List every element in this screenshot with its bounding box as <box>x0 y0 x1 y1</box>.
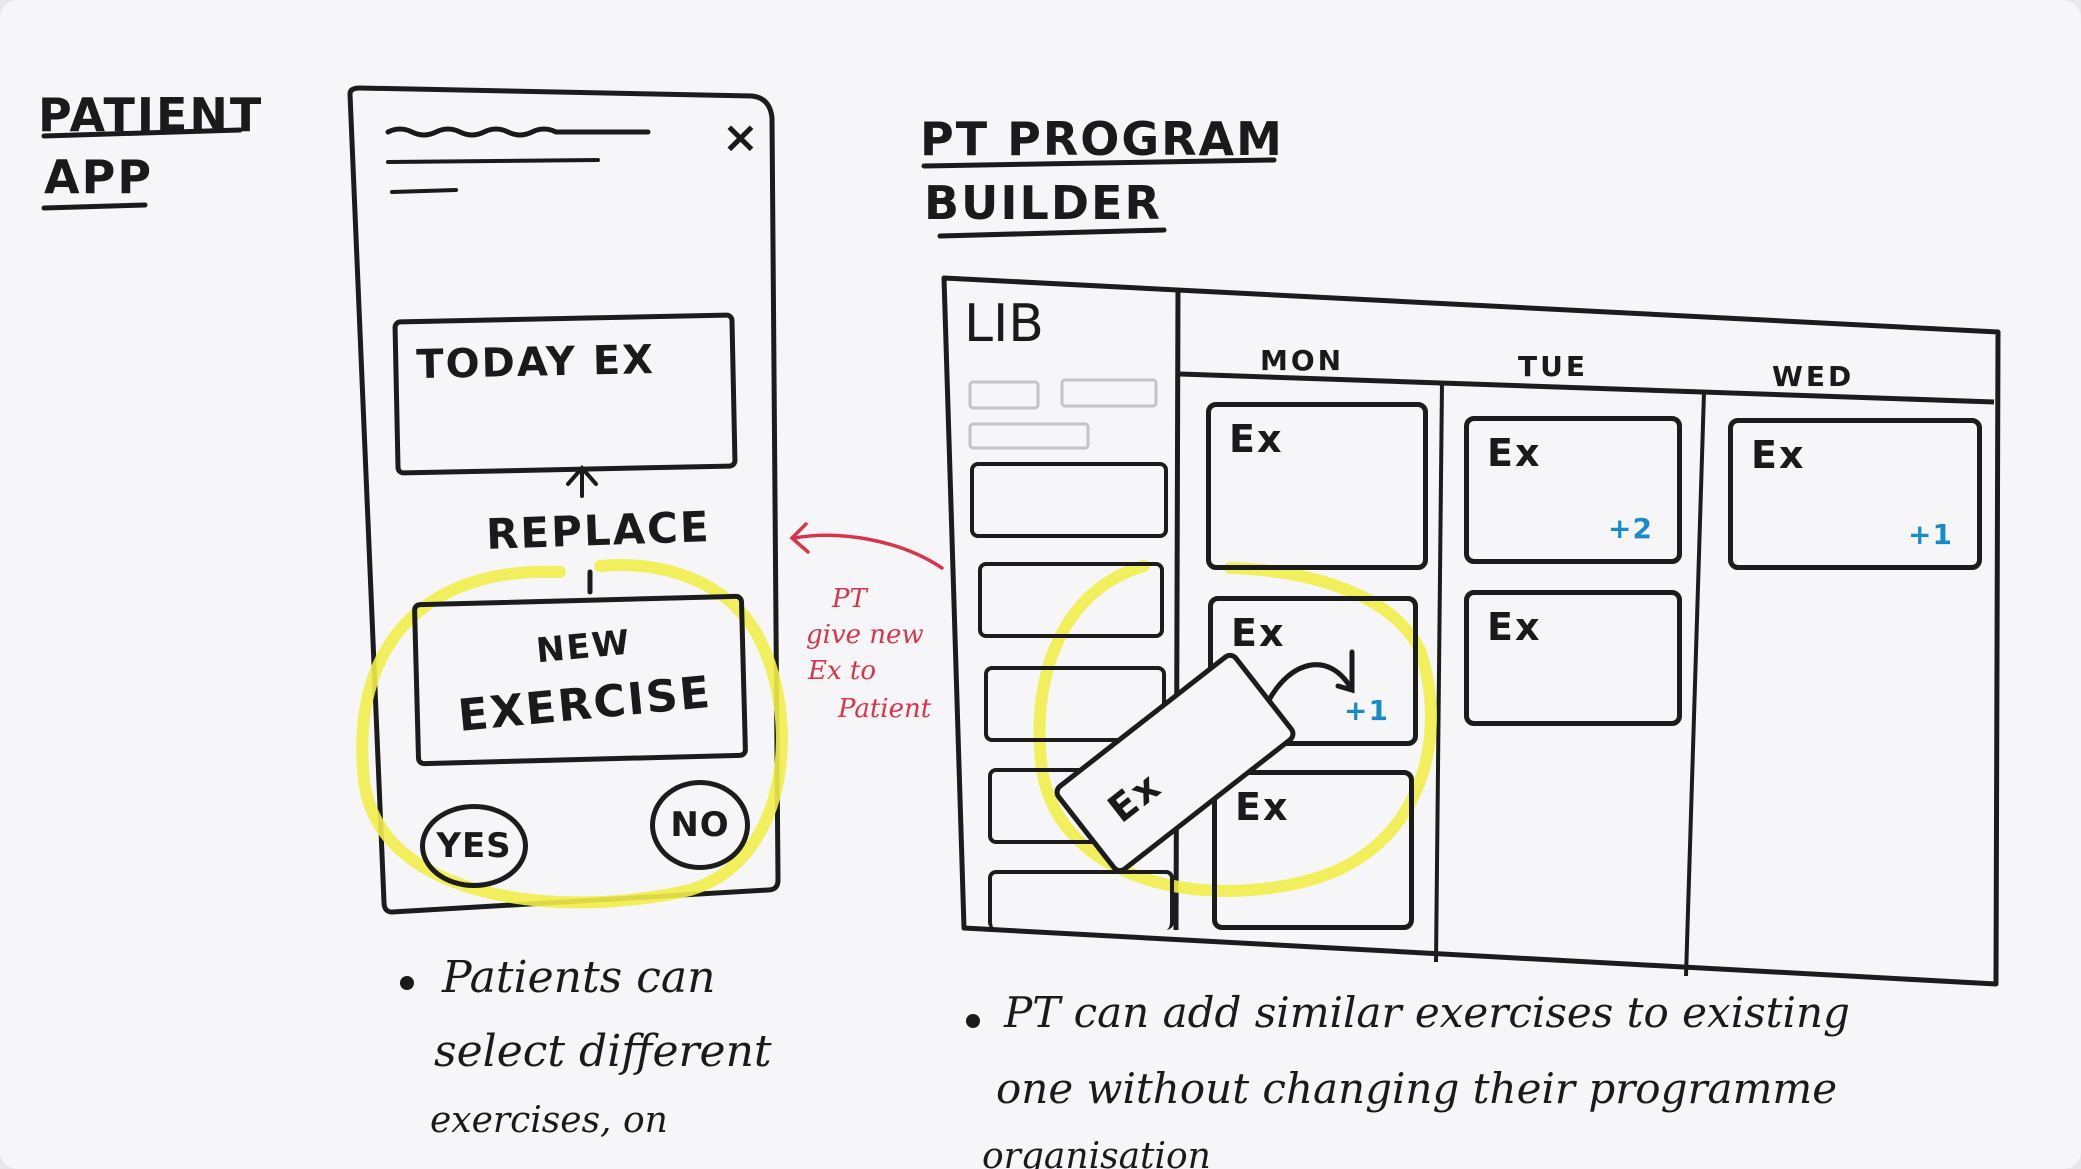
column-divider-2 <box>1684 391 1706 977</box>
patient-heading-underline-2 <box>41 202 148 211</box>
tuesday-exercise-card[interactable]: Ex +2 <box>1464 416 1682 564</box>
annotation-line3: Ex to <box>808 656 877 686</box>
annotation-arrow <box>789 522 944 570</box>
patient-app-heading-line2: APP <box>44 150 154 204</box>
patient-note-line2: select different <box>434 1026 772 1077</box>
builder-frame <box>941 275 2001 987</box>
dragged-exercise-label: Ex <box>1099 762 1170 832</box>
day-label-mon: MON <box>1260 344 1345 377</box>
patient-app-heading-line1: PATIENT <box>38 88 264 142</box>
annotation-line1: PT <box>832 584 867 614</box>
today-exercise-label: TODAY EX <box>415 337 656 389</box>
new-exercise-label-line1: NEW <box>534 622 634 672</box>
header-line-3 <box>390 188 458 194</box>
close-icon[interactable]: × <box>722 112 759 163</box>
new-exercise-label-line2: EXERCISE <box>455 666 714 742</box>
library-item[interactable] <box>988 870 1174 930</box>
phone-frame <box>347 85 781 915</box>
no-button[interactable]: NO <box>650 780 750 870</box>
builder-note-line2: one without changing their programme <box>996 1064 1838 1113</box>
tuesday-alternatives-count: +2 <box>1608 512 1653 545</box>
wednesday-exercise-card[interactable]: Ex +1 <box>1728 418 1982 570</box>
replace-arrow-up <box>566 464 598 498</box>
exercise-label: Ex <box>1235 785 1290 829</box>
builder-note-line1: PT can add similar exercises to existing <box>1004 988 1850 1037</box>
monday-alternatives-count: +1 <box>1344 694 1389 727</box>
library-search-pill <box>968 422 1090 450</box>
monday-exercise-card[interactable]: Ex <box>1206 402 1428 570</box>
program-builder-heading-line1: PT PROGRAM <box>920 112 1284 166</box>
monday-exercise-card[interactable]: Ex <box>1212 770 1414 930</box>
tuesday-exercise-card[interactable]: Ex <box>1464 590 1682 726</box>
exercise-label: Ex <box>1231 611 1286 655</box>
library-filter-pill-2 <box>1060 378 1158 408</box>
exercise-label: Ex <box>1487 605 1542 649</box>
library-divider <box>1173 287 1181 931</box>
patient-note-line1: Patients can <box>442 952 716 1003</box>
day-header-line <box>1179 371 1995 405</box>
exercise-label: Ex <box>1487 431 1542 475</box>
program-heading-underline-2 <box>937 227 1167 239</box>
library-filter-pill-1 <box>968 380 1040 410</box>
replace-label: REPLACE <box>485 502 712 559</box>
day-label-tue: TUE <box>1518 350 1588 383</box>
exercise-label: Ex <box>1229 417 1284 461</box>
builder-note-line3: organisation <box>982 1136 1211 1169</box>
column-divider-1 <box>1434 381 1444 963</box>
patient-note-bullet <box>400 976 414 990</box>
patient-heading-underline-1 <box>41 127 243 139</box>
today-exercise-card[interactable]: TODAY EX <box>392 312 738 476</box>
library-item[interactable] <box>978 562 1164 638</box>
patient-highlight-circle <box>356 559 788 909</box>
exercise-label: Ex <box>1751 433 1806 477</box>
library-label: LIB <box>964 294 1044 354</box>
builder-highlight-circle <box>1033 560 1437 897</box>
drag-arrow <box>1265 649 1355 705</box>
yes-button[interactable]: YES <box>420 804 528 888</box>
patient-note-line3: exercises, on <box>430 1100 668 1141</box>
program-heading-underline-1 <box>921 157 1277 169</box>
wednesday-alternatives-count: +1 <box>1908 518 1953 551</box>
program-builder-heading-line2: BUILDER <box>924 176 1162 230</box>
day-label-wed: WED <box>1772 360 1855 393</box>
header-squiggle-1 <box>385 126 651 138</box>
annotation-line2: give new <box>806 620 924 650</box>
library-item[interactable] <box>970 462 1168 538</box>
builder-note-bullet <box>966 1014 980 1028</box>
header-line-2 <box>386 158 600 164</box>
new-exercise-card[interactable]: NEW EXERCISE <box>411 593 749 767</box>
annotation-line4: Patient <box>838 694 932 724</box>
